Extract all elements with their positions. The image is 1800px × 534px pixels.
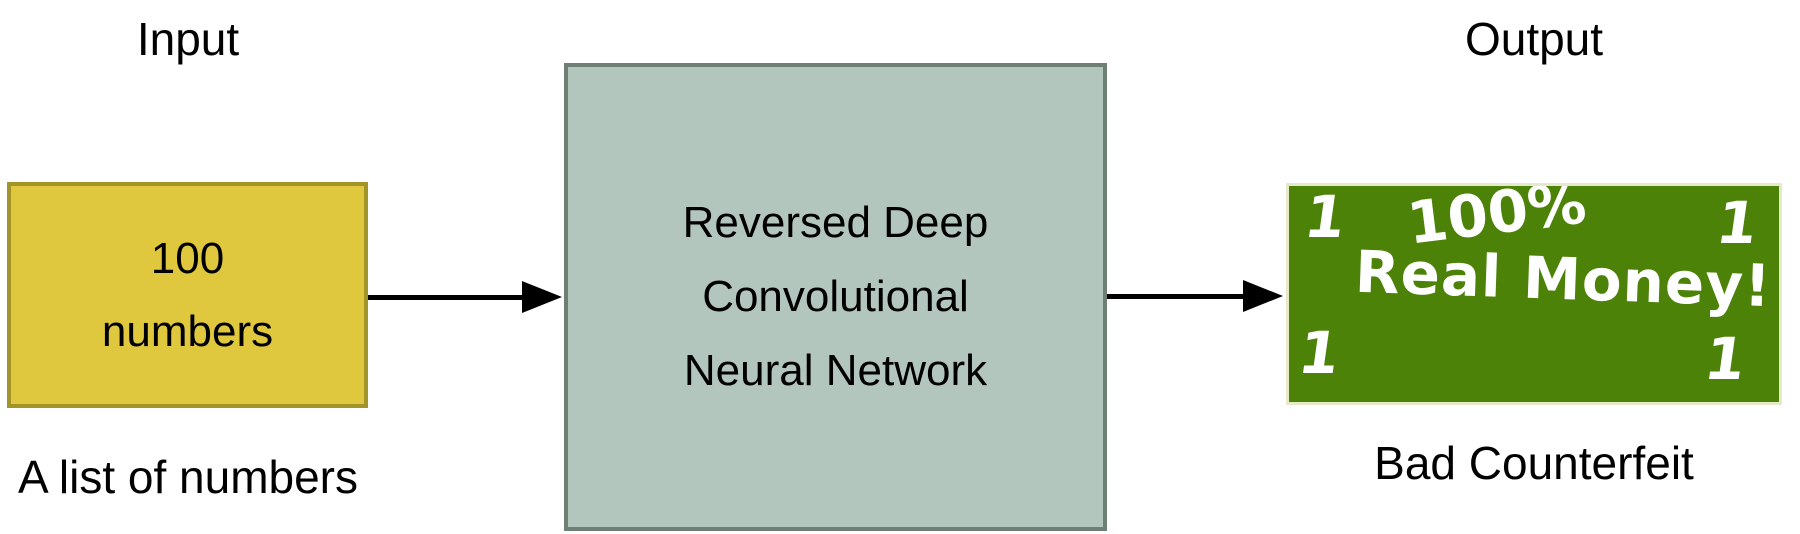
network-box-line2: Convolutional xyxy=(702,272,969,321)
arrow-right-icon xyxy=(368,281,562,313)
arrow-shaft xyxy=(368,294,522,300)
banknote-corner-bottom-left: 1 xyxy=(1294,319,1345,387)
input-caption: A list of numbers xyxy=(17,451,359,503)
banknote-corner-top-right: 1 xyxy=(1712,189,1763,257)
banknote-slogan-main: Real Money! xyxy=(1353,237,1773,321)
banknote-image: 1 100% 1 Real Money! 1 1 xyxy=(1286,183,1782,405)
arrow-shaft xyxy=(1107,293,1243,299)
input-box-line1: 100 xyxy=(150,234,225,283)
network-box-line1: Reversed Deep xyxy=(682,198,989,247)
output-caption: Bad Counterfeit xyxy=(1374,437,1694,489)
network-box-line3: Neural Network xyxy=(683,346,988,395)
arrow-head xyxy=(1243,280,1283,312)
input-box: 100 numbers xyxy=(7,182,368,408)
input-label: Input xyxy=(136,13,240,65)
banknote-corner-top-left: 1 xyxy=(1300,183,1351,251)
banknote-corner-bottom-right: 1 xyxy=(1700,325,1751,393)
output-label: Output xyxy=(1464,13,1604,65)
arrow-head xyxy=(522,281,562,313)
input-box-line2: numbers xyxy=(101,307,274,356)
arrow-right-icon xyxy=(1107,280,1283,312)
network-box: Reversed Deep Convolutional Neural Netwo… xyxy=(564,63,1107,531)
